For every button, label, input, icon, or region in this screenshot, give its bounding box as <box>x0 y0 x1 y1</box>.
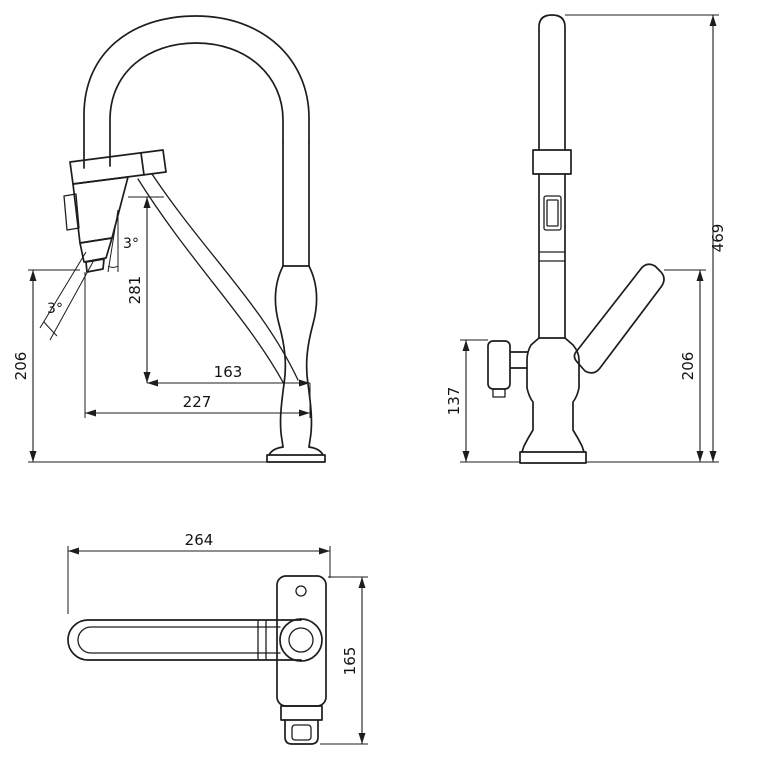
side-left-arm <box>509 351 528 369</box>
side-column-top <box>538 14 566 151</box>
front-right-tube <box>282 141 310 267</box>
side-ext-469 <box>565 14 719 463</box>
side-window-outer <box>543 195 562 231</box>
angle-label-upper: 3° <box>123 236 139 252</box>
front-base <box>266 446 326 463</box>
side-ext-137 <box>460 339 520 463</box>
front-view: 206 281 163 227 3° 3° <box>12 15 326 463</box>
dim-label-side-206: 206 <box>679 352 697 381</box>
front-spray-nozzle <box>79 237 113 273</box>
front-arch-inner <box>109 42 284 167</box>
top-view: 264 165 <box>67 531 368 745</box>
dim-label-front-206: 206 <box>12 352 30 381</box>
top-screw-hole <box>295 585 307 597</box>
front-spray-head <box>72 176 129 244</box>
front-ext-206 <box>28 269 267 463</box>
dim-label-front-163: 163 <box>214 363 243 381</box>
front-angle-lower-lines <box>39 251 95 341</box>
dim-label-front-227: 227 <box>183 393 212 411</box>
top-body-circle-inner <box>288 627 314 653</box>
side-left-handle-tip <box>492 388 506 398</box>
angle-label-lower: 3° <box>47 301 63 317</box>
top-spout-joints <box>257 619 267 661</box>
top-rear-cap <box>284 719 319 745</box>
dim-label-side-137: 137 <box>445 387 463 416</box>
top-ext-264 <box>67 546 331 614</box>
dim-label-front-281: 281 <box>126 276 144 305</box>
front-spray-button <box>63 193 80 231</box>
top-body-circle-outer <box>279 618 323 662</box>
front-hose <box>137 173 299 385</box>
side-view: 469 206 137 <box>445 14 727 464</box>
side-collar <box>532 149 572 175</box>
side-lever <box>573 263 665 374</box>
side-column-mid <box>538 173 566 339</box>
top-rear-block <box>280 705 323 721</box>
side-window-inner <box>546 199 559 227</box>
dim-label-top-165: 165 <box>341 647 359 676</box>
front-spray-holder <box>69 149 167 185</box>
front-angle-upper-lines <box>107 209 119 273</box>
side-joint-lines <box>538 251 566 262</box>
front-body <box>274 265 318 448</box>
front-arch-outer <box>83 15 310 169</box>
top-rear-cap-inner <box>291 724 312 741</box>
top-spout-inner <box>77 626 281 654</box>
dim-label-top-264: 264 <box>185 531 214 549</box>
dim-label-side-469: 469 <box>709 224 727 253</box>
side-base <box>519 451 587 464</box>
side-left-handle <box>487 340 511 390</box>
